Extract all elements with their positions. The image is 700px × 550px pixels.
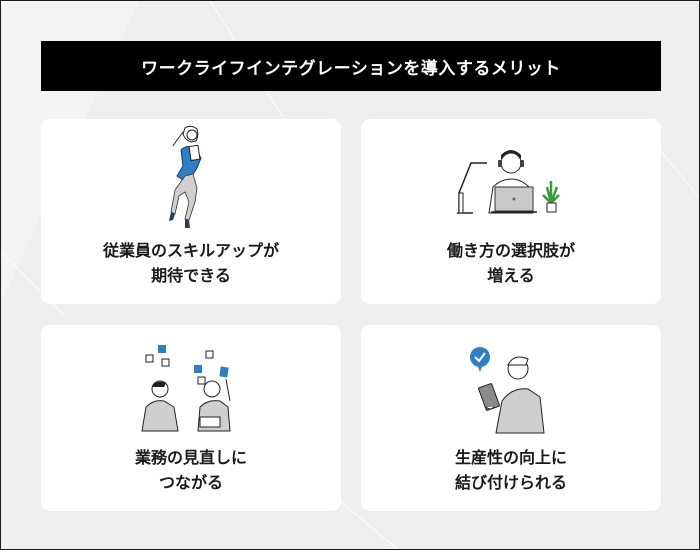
benefit-card-skill-up: 従業員のスキルアップが 期待できる [41, 119, 341, 304]
page-title: ワークライフインテグレーションを導入するメリット [141, 58, 561, 79]
caption-line: 生産性の向上に [454, 448, 567, 467]
caption-line: 期待できる [151, 266, 231, 285]
caption-line: 働き方の選択肢が [446, 241, 575, 260]
benefit-caption: 従業員のスキルアップが 期待できる [41, 238, 341, 288]
woman-jumping-icon [169, 125, 202, 228]
remote-worker-illustration [361, 119, 661, 217]
remote-worker-icon [457, 150, 560, 214]
checkmark-icon [474, 352, 486, 363]
benefit-card-productivity: 生産性の向上に 結び付けられる [361, 325, 661, 511]
caption-line: つながる [158, 473, 223, 492]
benefit-caption: 業務の見直しに つながる [41, 445, 341, 495]
background-line [660, 151, 699, 244]
benefit-caption: 生産性の向上に 結び付けられる [361, 445, 661, 495]
woman-jumping-illustration [41, 119, 341, 234]
benefit-card-business-review: 業務の見直しに つながる [41, 325, 341, 511]
caption-line: 従業員のスキルアップが [102, 241, 279, 260]
tablet-check-icon [470, 347, 545, 434]
title-banner: ワークライフインテグレーションを導入するメリット [41, 41, 661, 91]
caption-line: 結び付けられる [454, 473, 567, 492]
caption-line: 増える [487, 266, 535, 285]
brainstorming-illustration [41, 325, 341, 433]
caption-line: 業務の見直しに [134, 448, 247, 467]
brainstorming-icon [141, 345, 231, 432]
tablet-check-illustration [361, 325, 661, 435]
benefit-caption: 働き方の選択肢が 増える [361, 238, 661, 288]
benefit-card-work-style: 働き方の選択肢が 増える [361, 119, 661, 304]
